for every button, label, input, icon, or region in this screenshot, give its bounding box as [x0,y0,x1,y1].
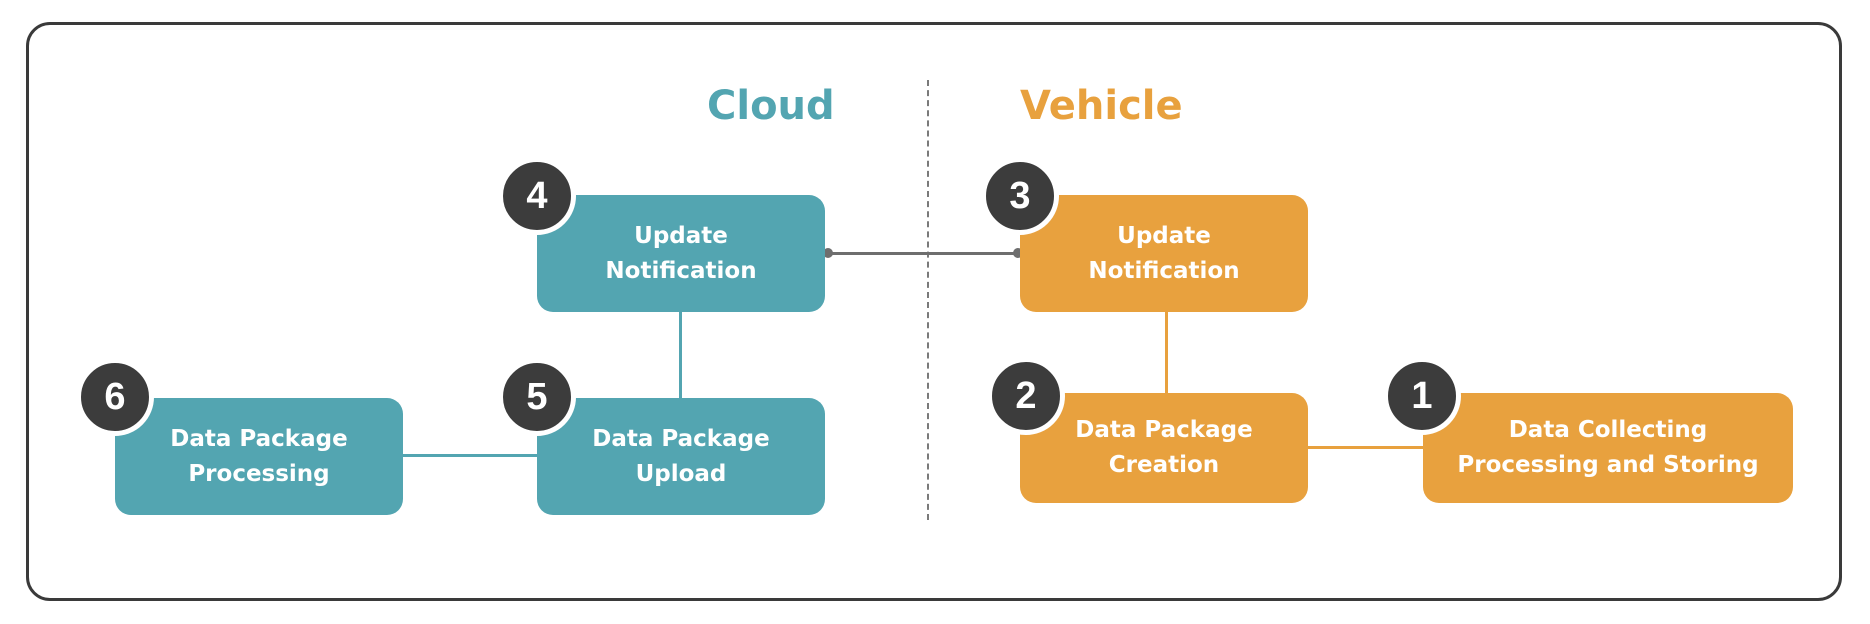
step-4-update-notification-box: Update Notification [537,195,825,312]
step-1-data-collecting-box: Data Collecting Processing and Storing [1423,393,1793,503]
connector-end-dot [1013,248,1023,258]
step-1-label-line2: Processing and Storing [1457,452,1759,478]
step-3-label-line1: Update [1117,222,1211,249]
connector-step5-step6 [402,454,538,457]
step-3-label-line2: Notification [1088,257,1240,284]
step-3-badge: 3 [981,157,1059,235]
step-2-label-line2: Creation [1108,452,1220,478]
step-4-badge: 4 [498,157,576,235]
step-2-badge: 2 [987,357,1065,435]
connector-step4-step5 [679,312,682,398]
step-6-badge: 6 [76,358,154,436]
step-4-label-line2: Notification [605,257,757,284]
step-3-update-notification-box: Update Notification [1020,195,1308,312]
connector-step2-step1 [1308,446,1424,449]
step-2-data-package-creation-box: Data Package Creation [1020,393,1308,503]
vehicle-section-title: Vehicle [1020,83,1183,129]
step-1-badge: 1 [1383,357,1461,435]
step-2-label-line1: Data Package [1075,417,1253,443]
step-5-badge: 5 [498,358,576,436]
connector-start-dot [823,248,833,258]
cloud-section-title: Cloud [707,83,835,129]
step-5-label-line1: Data Package [592,425,770,452]
step-5-label-line2: Upload [635,460,727,487]
connector-step3-step2 [1165,312,1168,394]
step-4-label-line1: Update [634,222,728,249]
step-6-data-package-processing-box: Data Package Processing [115,398,403,515]
step-5-data-package-upload-box: Data Package Upload [537,398,825,515]
step-6-label-line2: Processing [188,460,330,487]
step-6-label-line1: Data Package [170,425,348,452]
connector-step4-step3 [828,252,1018,255]
cloud-vehicle-divider [927,80,929,520]
step-1-label-line1: Data Collecting [1508,417,1708,443]
